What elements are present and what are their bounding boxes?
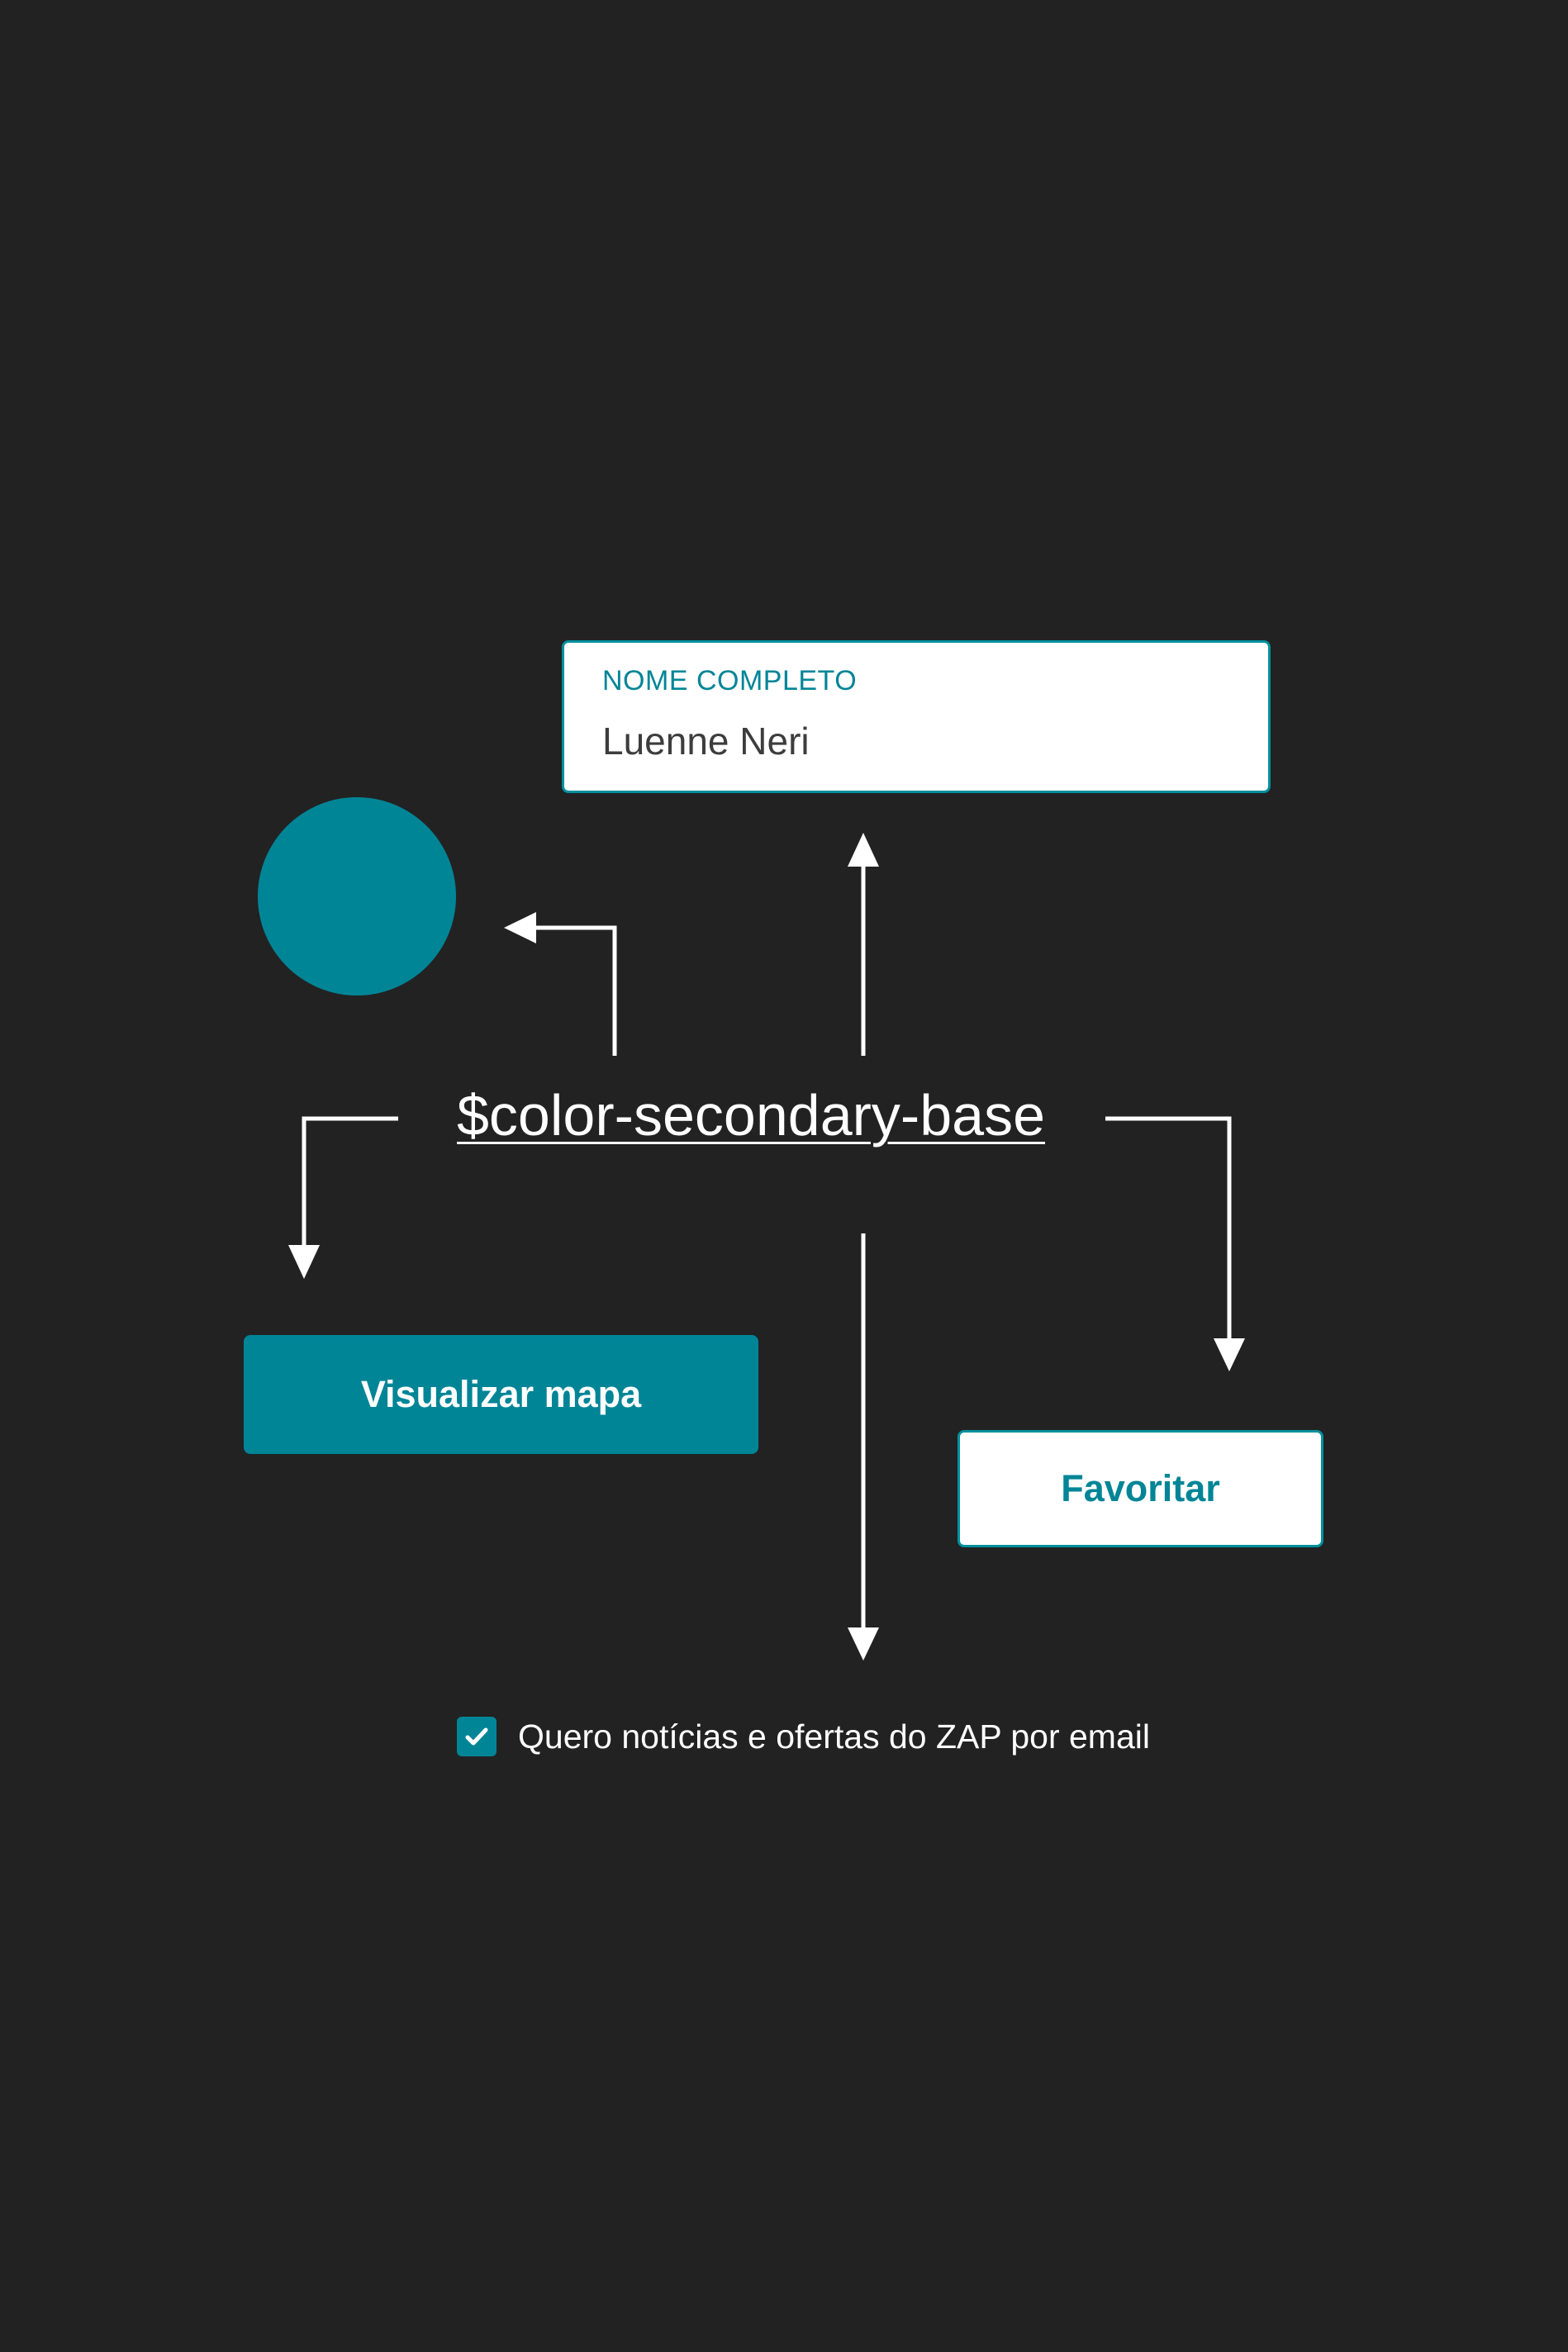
arrowhead-down-center xyxy=(848,1627,879,1661)
favorite-button[interactable]: Favoritar xyxy=(957,1430,1323,1547)
newsletter-checkbox-label: Quero notícias e ofertas do ZAP por emai… xyxy=(518,1717,1150,1756)
newsletter-checkbox-row[interactable]: Quero notícias e ofertas do ZAP por emai… xyxy=(457,1717,1150,1756)
text-field-value[interactable]: Luenne Neri xyxy=(602,720,810,763)
arrowhead-left xyxy=(504,912,536,943)
text-field-label: NOME COMPLETO xyxy=(602,665,858,696)
view-map-button[interactable]: Visualizar mapa xyxy=(244,1335,758,1454)
newsletter-checkbox[interactable] xyxy=(457,1717,497,1756)
arrow-to-circle xyxy=(529,925,617,1056)
name-text-field[interactable]: NOME COMPLETO Luenne Neri xyxy=(562,640,1271,793)
arrowhead-down-right xyxy=(1214,1338,1245,1371)
arrow-to-outline-button xyxy=(1105,1116,1232,1342)
arrowhead-up xyxy=(848,833,879,867)
checkmark-icon xyxy=(465,1727,488,1746)
color-swatch-circle xyxy=(258,797,456,995)
token-name-label[interactable]: $color-secondary-base xyxy=(457,1083,1046,1147)
arrow-to-primary-button xyxy=(302,1116,398,1247)
arrowhead-down-left xyxy=(288,1245,320,1279)
